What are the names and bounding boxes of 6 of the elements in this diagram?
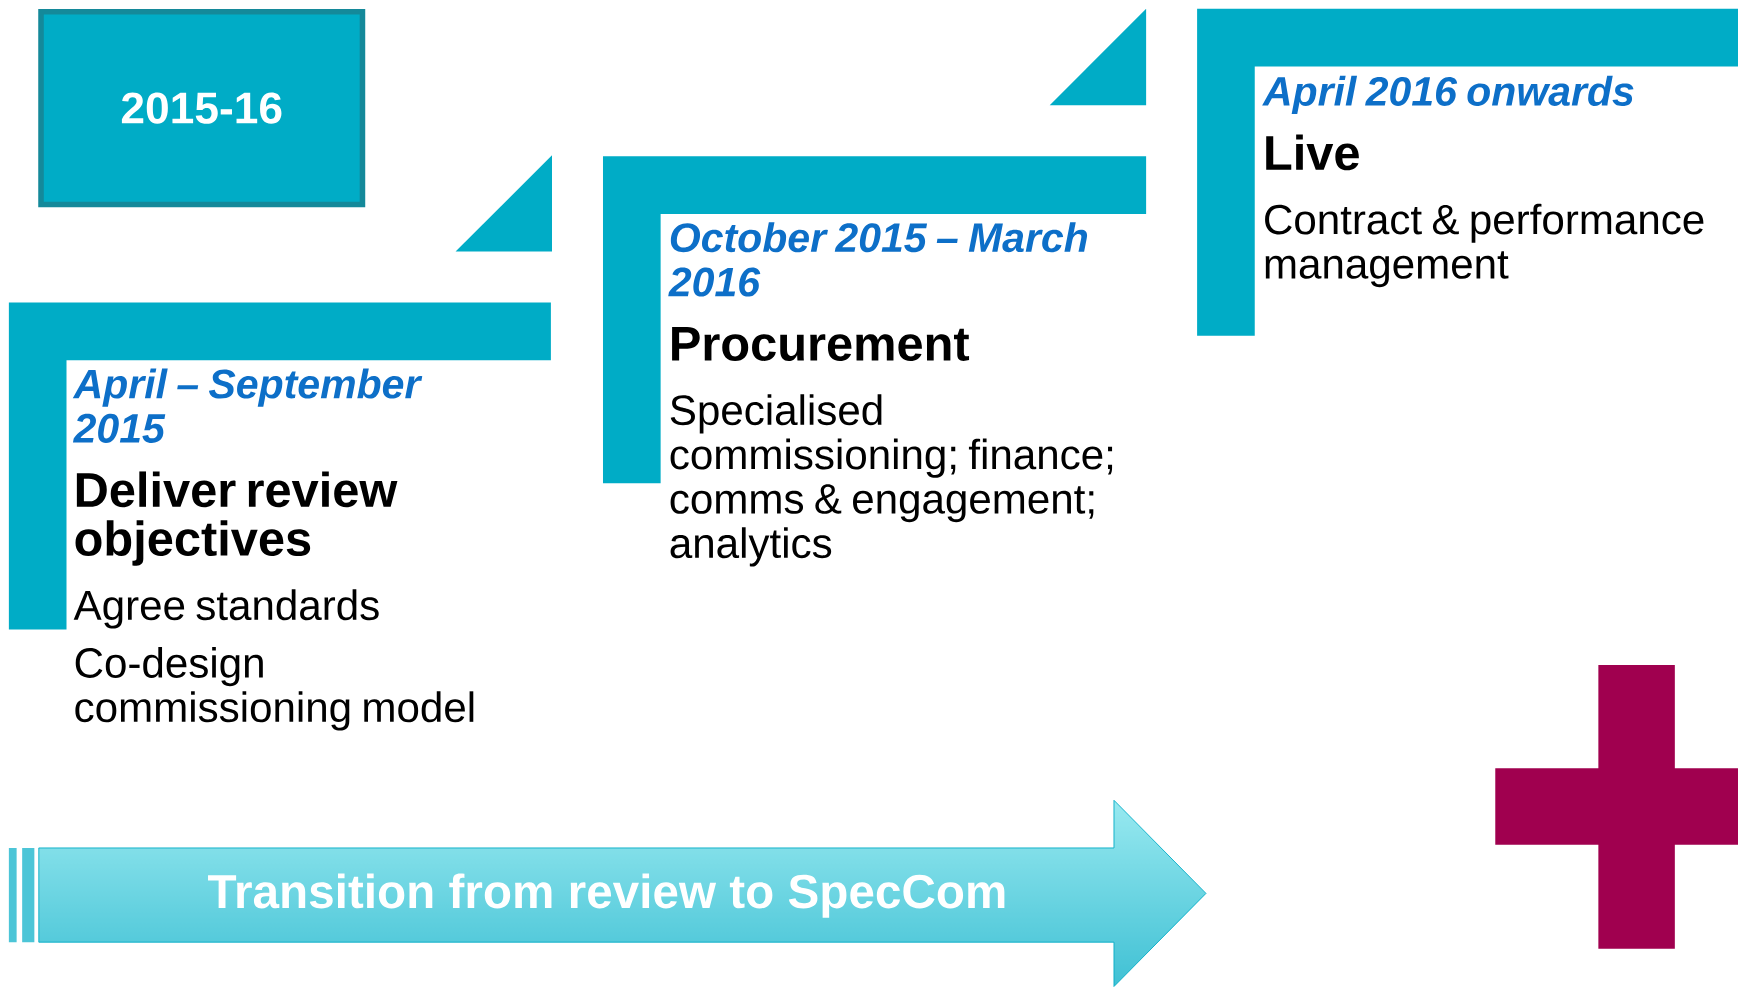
cross-shape xyxy=(1495,665,1738,949)
timeline-step: October 2015 – March 2016 Procurement Specialised commissioning; finance; comms & engagement; analytics xyxy=(603,9,1147,567)
node-label: comms & engagement; analytics xyxy=(670,484,1094,567)
year-box: 2015-16 xyxy=(38,9,366,208)
node-label: Co-design commissioning model xyxy=(75,647,474,731)
timeline-step: April 2016 onwards Live Contract & performance management xyxy=(1197,9,1738,337)
